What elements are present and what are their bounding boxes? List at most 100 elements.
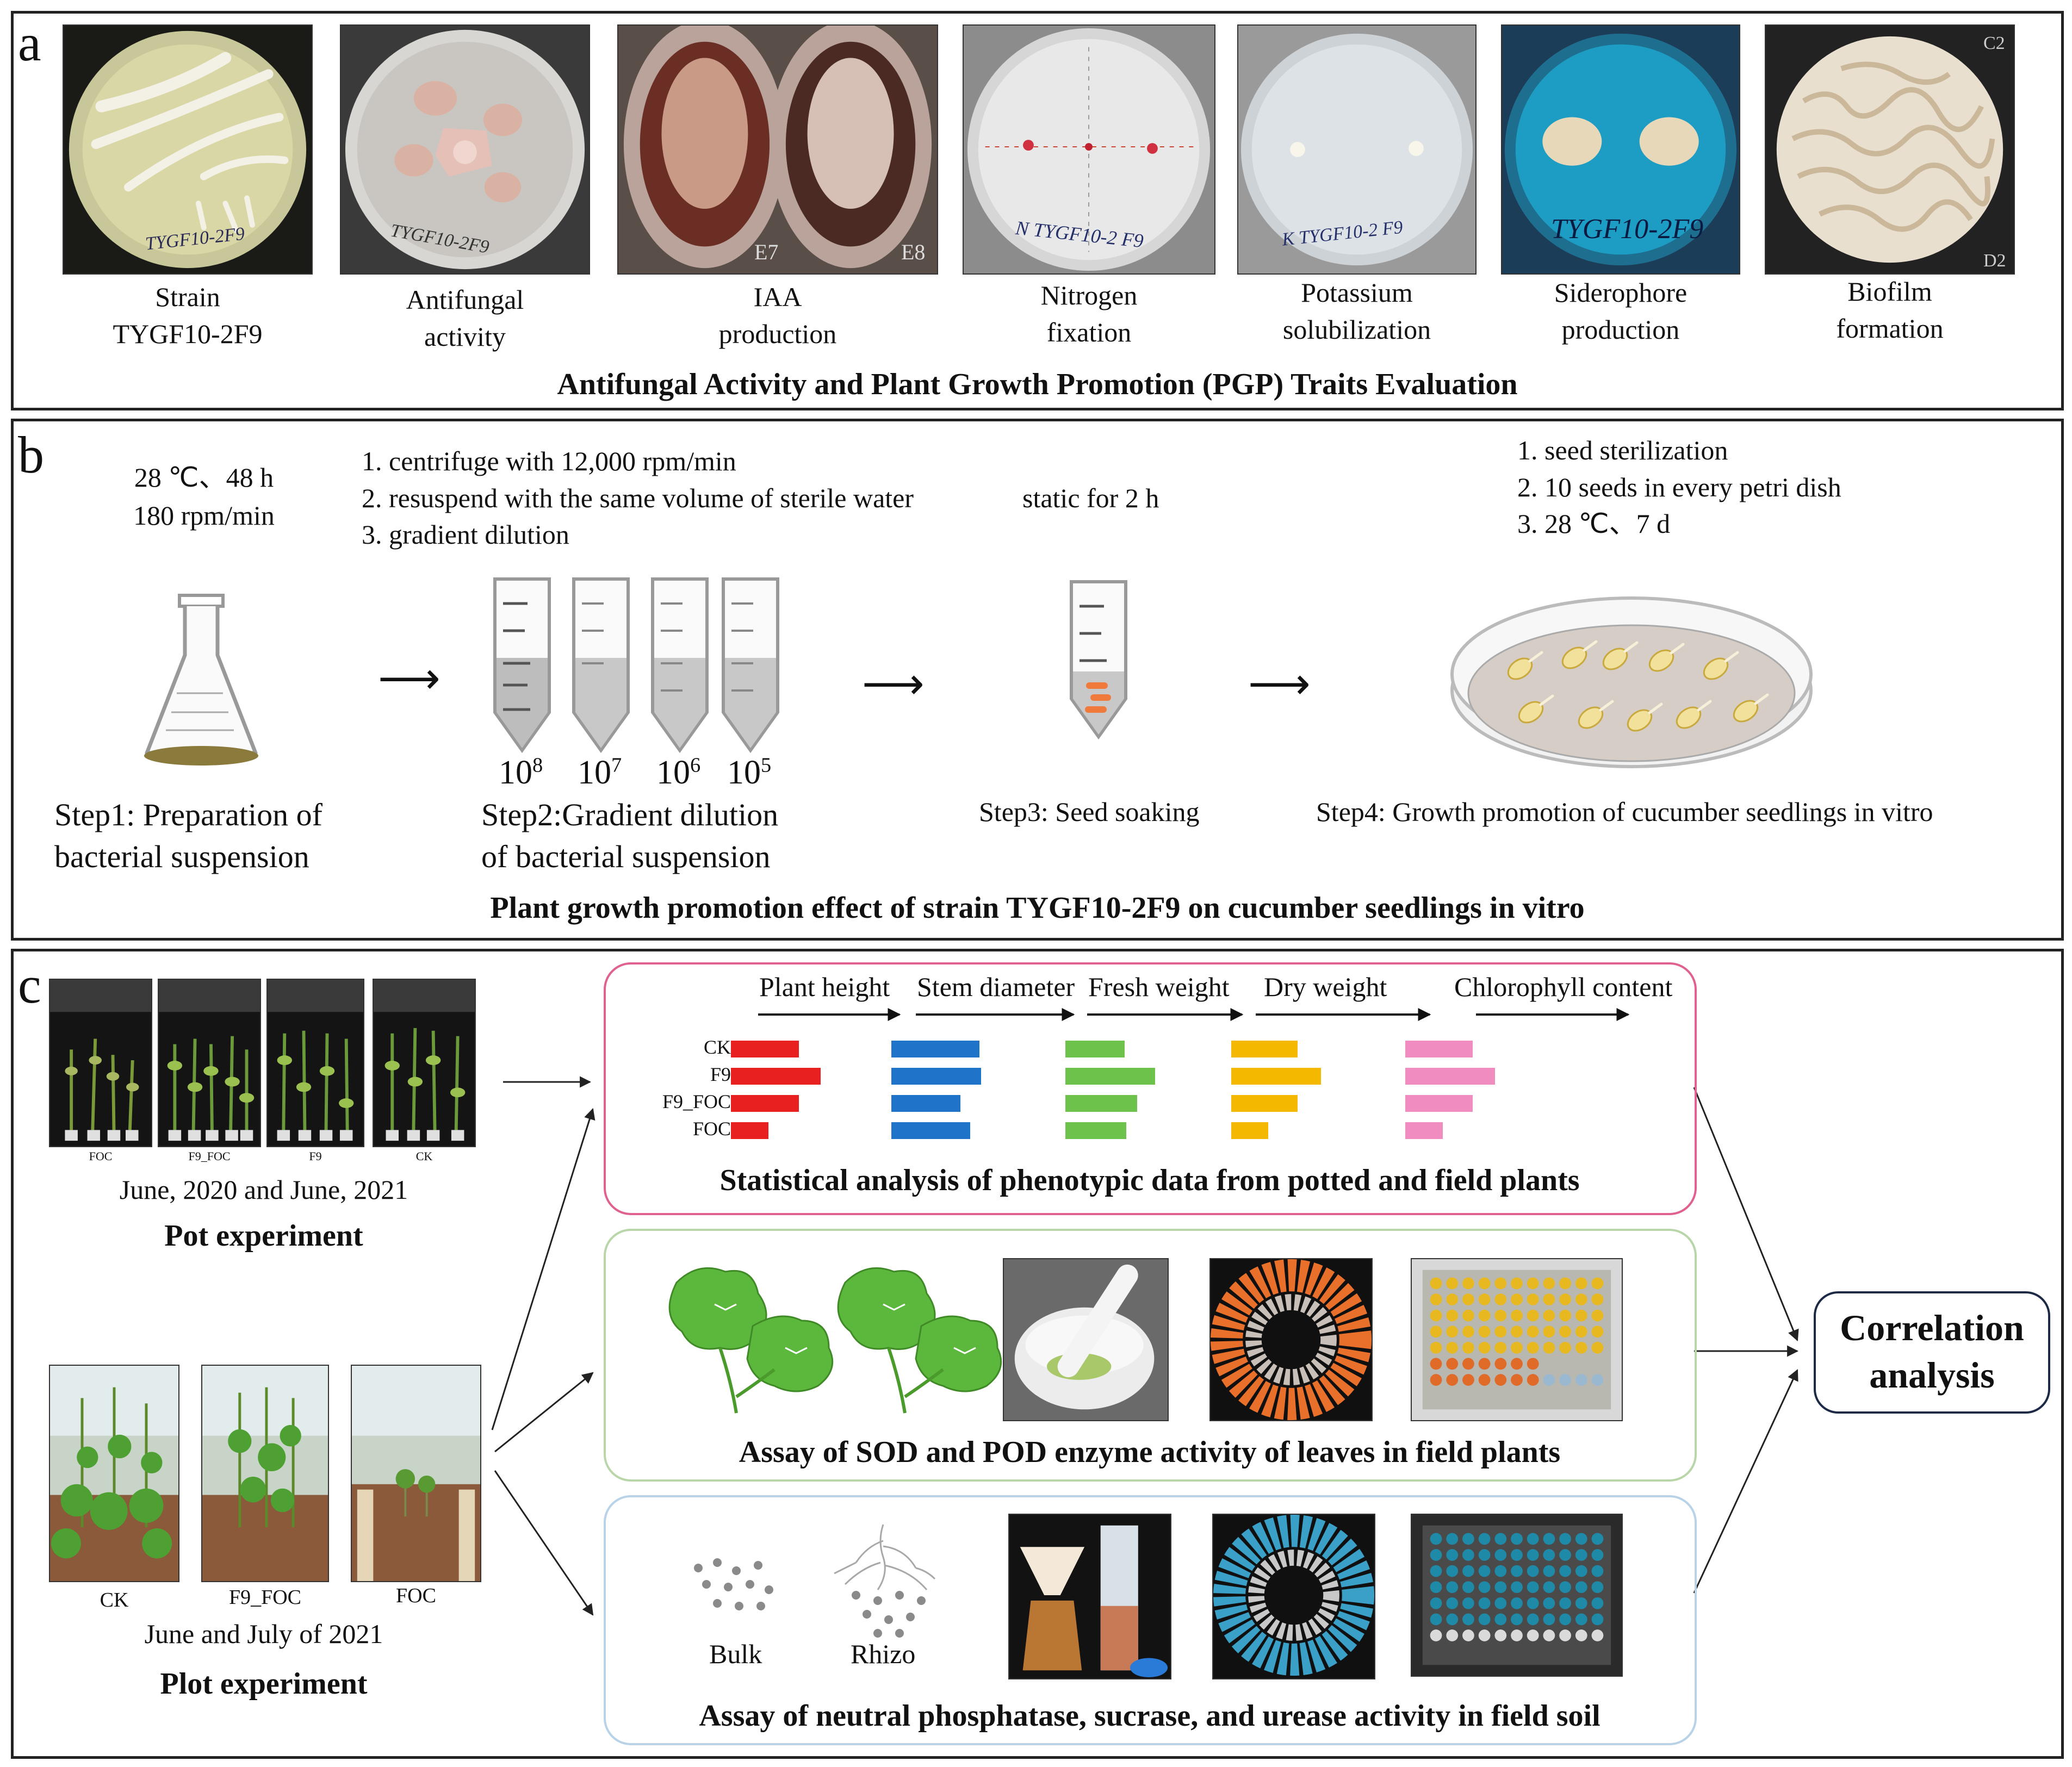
step1-cond1: 28 ℃、48 h [134, 462, 274, 493]
pot-label-foc: FOC [89, 1149, 113, 1163]
enzyme-box: Assay of SOD and POD enzyme activity of … [604, 1229, 1697, 1482]
tube-label-4-base: 10 [727, 754, 761, 791]
panel-c-label: c [18, 956, 41, 1014]
rhizo-soil-icon [834, 1524, 936, 1638]
connector-arrows [491, 1076, 1799, 1616]
stats-group-ck: CK [703, 1036, 731, 1058]
arrow-1: ⟶ [378, 655, 441, 703]
label-potassium-line1: Potassium [1301, 277, 1413, 308]
label-iaa-line2: production [718, 318, 837, 349]
iaa-text-left: E7 [754, 240, 779, 264]
stats-group-f9: F9 [710, 1063, 731, 1085]
mortar-photo [1003, 1258, 1169, 1421]
tube-1 [493, 577, 551, 754]
bulk-label: Bulk [709, 1639, 762, 1669]
label-nitrogen-line2: fixation [1046, 316, 1132, 347]
tube-label-3: 106 [656, 750, 700, 796]
step2-ins3: 3. gradient dilution [362, 519, 569, 550]
tube-label-4: 105 [727, 750, 771, 796]
step2-ins1: 1. centrifuge with 12,000 rpm/min [362, 446, 736, 476]
stats-box: Plant height Stem diameter Fresh weight … [604, 962, 1697, 1215]
stats-header-arrows [758, 1008, 1630, 1021]
stats-header-plant-height: Plant height [759, 972, 890, 1002]
pot-photo-foc [49, 979, 152, 1147]
stats-bar [1231, 1068, 1321, 1085]
stats-group-foc: FOC [692, 1118, 731, 1140]
step4-ins2: 2. 10 seeds in every petri dish [1517, 472, 1841, 502]
label-strain-line1: Strain [155, 282, 220, 312]
nitrogen-plate-photo: N TYGF10-2 F9 [963, 24, 1215, 275]
correlation-line1: Correlation [1840, 1307, 2024, 1348]
stats-bar [891, 1068, 981, 1085]
label-strain-line2: TYGF10-2F9 [113, 318, 263, 349]
stats-bar [891, 1095, 960, 1112]
stats-header-stem-diameter: Stem diameter [917, 972, 1075, 1002]
biofilm-text-top: C2 [1983, 33, 2005, 53]
filtration-photo [1008, 1514, 1171, 1679]
panel-b-caption: Plant growth promotion effect of strain … [490, 891, 1585, 925]
tube-ring-photo-blue [1212, 1514, 1375, 1679]
stats-caption: Statistical analysis of phenotypic data … [719, 1164, 1580, 1197]
siderophore-plate-text: TYGF10-2F9 [1551, 214, 1704, 245]
stats-bar [731, 1068, 821, 1085]
soil-box: Bulk Rhizo [604, 1495, 1697, 1745]
biofilm-text-bottom: D2 [1983, 251, 2006, 271]
stats-bar [891, 1041, 979, 1057]
biofilm-plate-photo: C2 D2 [1765, 24, 2015, 275]
pot-label-ck: CK [415, 1149, 433, 1163]
leaf-icon [668, 1267, 1002, 1414]
stats-bar [1405, 1041, 1473, 1057]
plot-date: June and July of 2021 [144, 1619, 383, 1649]
tube-label-3-base: 10 [656, 754, 690, 791]
stats-header-chlorophyll: Chlorophyll content [1454, 972, 1673, 1002]
siderophore-plate-photo: TYGF10-2F9 [1501, 24, 1740, 275]
iaa-tubes-photo: E7 E8 [617, 24, 938, 275]
stats-header-fresh-weight: Fresh weight [1088, 972, 1230, 1002]
plot-title: Plot experiment [160, 1667, 368, 1701]
correlation-box: Correlation analysis [1814, 1291, 2050, 1414]
stats-bar [1065, 1095, 1137, 1112]
step2-title2: of bacterial suspension [481, 839, 771, 874]
tube-4 [722, 577, 779, 754]
step2-ins2: 2. resuspend with the same volume of ste… [362, 483, 914, 513]
step3-title: Step3: Seed soaking [979, 797, 1200, 827]
panel-b-label: b [18, 426, 44, 484]
label-biofilm-line2: formation [1836, 313, 1944, 344]
step4-title: Step4: Growth promotion of cucumber seed… [1316, 797, 1933, 827]
stats-bar [891, 1122, 970, 1139]
stats-bar [1405, 1068, 1495, 1085]
tube-label-1-base: 10 [499, 754, 532, 791]
plot-label-foc: FOC [396, 1584, 436, 1607]
potassium-plate-photo: K TYGF10-2 F9 [1237, 24, 1477, 275]
stats-bar [1231, 1041, 1298, 1057]
pot-photo-f9-foc [158, 979, 261, 1147]
tube-label-1: 108 [499, 750, 543, 796]
stats-bar [1065, 1068, 1155, 1085]
step1-title1: Step1: Preparation of [54, 797, 322, 832]
step4-ins1: 1. seed sterilization [1517, 435, 1728, 465]
stats-bar [1065, 1041, 1125, 1057]
antifungal-plate-photo: TYGF10-2F9 [340, 24, 590, 275]
stats-bar [731, 1041, 799, 1057]
tube-3 [651, 577, 709, 754]
label-siderophore-line2: production [1561, 314, 1680, 345]
arrow-3: ⟶ [1248, 661, 1311, 708]
stats-bar [1231, 1095, 1298, 1112]
soaking-tube-icon [1070, 580, 1127, 740]
step3-cond: static for 2 h [1022, 483, 1159, 513]
stats-bar [1065, 1122, 1126, 1139]
pot-title: Pot experiment [164, 1219, 363, 1253]
stats-bar [731, 1122, 768, 1139]
well-plate-photo-yellow [1411, 1258, 1623, 1421]
stats-bar [731, 1095, 799, 1112]
rhizo-label: Rhizo [851, 1639, 916, 1669]
label-antifungal-line1: Antifungal [406, 284, 524, 315]
panel-a-label: a [18, 14, 41, 72]
bulk-soil-icon [694, 1558, 773, 1610]
petri-dish-icon [1450, 596, 1813, 768]
